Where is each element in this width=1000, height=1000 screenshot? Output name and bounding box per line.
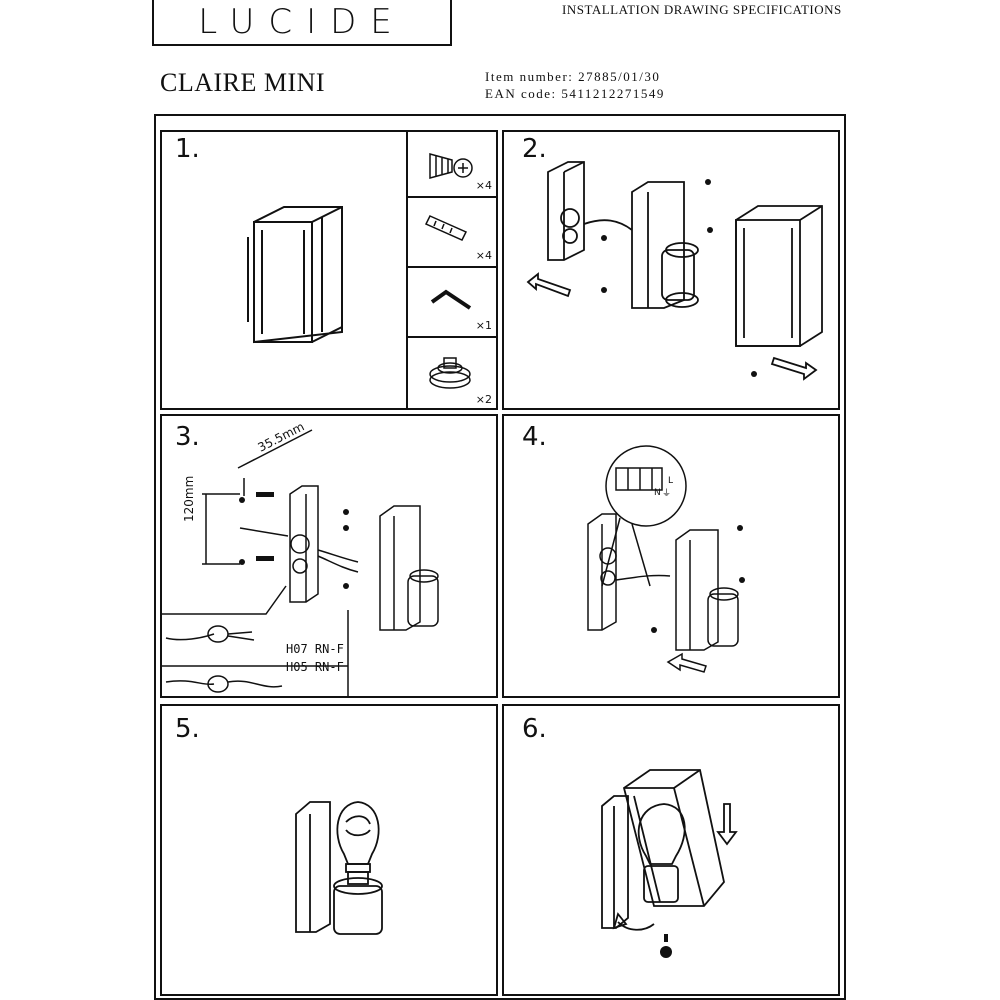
step-number: 5. bbox=[175, 714, 200, 744]
step-number: 6. bbox=[522, 714, 547, 744]
brand-logo: LUCIDE bbox=[152, 0, 452, 46]
panel-step-4: 4. L N ⏚ bbox=[502, 414, 840, 698]
panel-step-6: 6. bbox=[502, 704, 840, 996]
disassembly-illustration bbox=[526, 161, 823, 381]
parts-column: ×4 ×4 ×1 bbox=[406, 132, 498, 410]
dimension-vertical: 120mm bbox=[182, 475, 196, 522]
cable-type-h07: H07 RN-F bbox=[286, 642, 344, 656]
cable-grommet-icon bbox=[429, 357, 471, 389]
part-allen-key: ×1 bbox=[408, 266, 498, 338]
wall-plug-screw-icon bbox=[429, 153, 473, 179]
bulb-install-illustration bbox=[295, 801, 383, 935]
wiring-illustration bbox=[587, 445, 745, 673]
part-wall-plug: ×4 bbox=[408, 132, 498, 198]
panel-step-3: 3. bbox=[160, 414, 498, 698]
logo-text: LUCIDE bbox=[198, 2, 406, 42]
shell-close-illustration bbox=[601, 769, 738, 958]
panel-step-5: 5. bbox=[160, 704, 498, 996]
item-number: Item number: 27885/01/30 bbox=[485, 69, 661, 84]
part-qty: ×2 bbox=[475, 393, 492, 406]
part-wall-anchor: ×4 bbox=[408, 196, 498, 268]
terminal-label-n: N bbox=[654, 488, 661, 498]
instructions-frame bbox=[154, 114, 846, 1000]
terminal-label-earth: ⏚ bbox=[662, 489, 672, 499]
part-cable-grommet: ×2 bbox=[408, 336, 498, 410]
panel-step-1: 1. ×4 bbox=[160, 130, 498, 410]
product-name: CLAIRE MINI bbox=[160, 68, 326, 97]
step-number: 4. bbox=[522, 422, 547, 452]
ean-code: EAN code: 5411212271549 bbox=[485, 86, 665, 101]
step-number: 3. bbox=[175, 422, 200, 452]
mounting-illustration bbox=[162, 429, 439, 698]
panel-step-2: 2. bbox=[502, 130, 840, 410]
lamp-assembled-illustration bbox=[247, 206, 343, 344]
step-number: 1. bbox=[175, 134, 200, 164]
allen-key-icon bbox=[430, 289, 472, 310]
terminal-label-l: L bbox=[668, 476, 674, 486]
product-meta: Item number: 27885/01/30 EAN code: 54112… bbox=[485, 68, 665, 102]
wall-anchor-icon bbox=[424, 215, 468, 241]
cable-type-h05: H05 RN-F bbox=[286, 660, 344, 674]
document-title: INSTALLATION DRAWING SPECIFICATIONS bbox=[562, 2, 842, 17]
part-qty: ×1 bbox=[475, 319, 492, 332]
step-number: 2. bbox=[522, 134, 547, 164]
part-qty: ×4 bbox=[475, 179, 492, 192]
part-qty: ×4 bbox=[475, 249, 492, 262]
